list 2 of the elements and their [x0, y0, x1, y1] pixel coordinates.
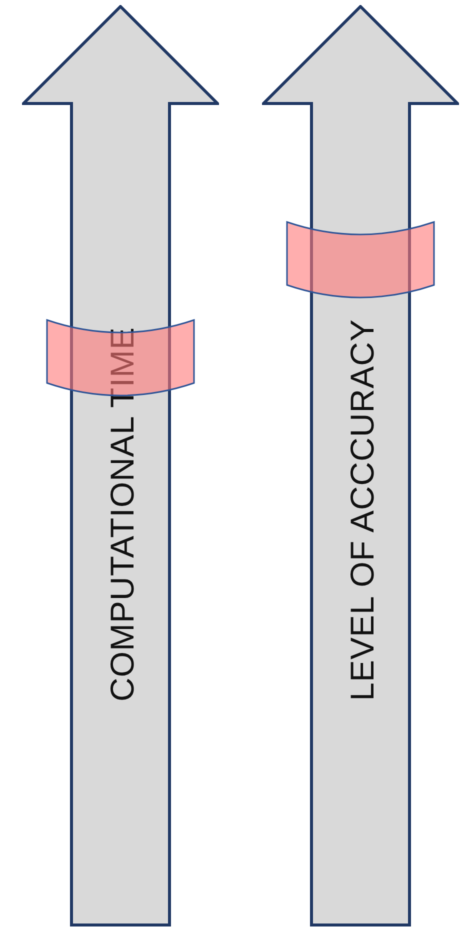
arrow-label: LEVEL OF ACCCURACY	[346, 319, 378, 701]
arrow-label: COMPUTATIONAL TIME	[106, 326, 138, 701]
